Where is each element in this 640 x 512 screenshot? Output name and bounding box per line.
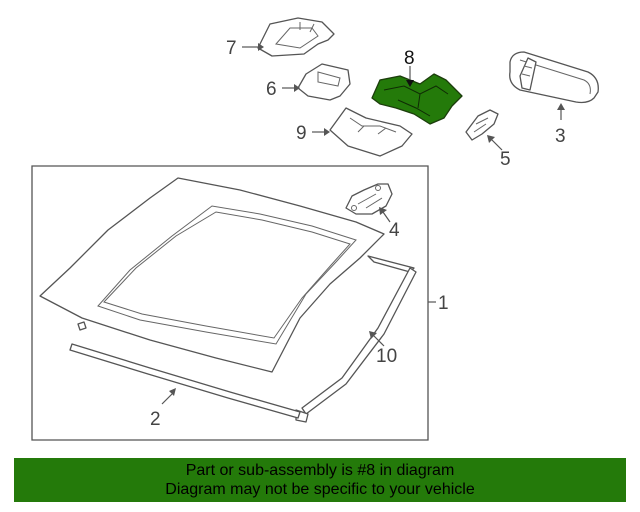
leader-5-arrowhead xyxy=(487,135,495,143)
part-2-lower-molding[interactable] xyxy=(69,343,301,419)
callout-2: 2 xyxy=(150,409,161,430)
leader-4 xyxy=(382,211,391,223)
leader-4-arrowhead xyxy=(379,207,387,215)
part-7-bracket[interactable] xyxy=(257,17,335,57)
part-4-bracket[interactable] xyxy=(345,183,393,215)
part-9-trim[interactable] xyxy=(329,107,413,157)
callout-10: 10 xyxy=(376,346,397,367)
callout-1: 1 xyxy=(438,293,449,314)
leader-9-arrowhead xyxy=(324,128,330,136)
part-3-mirror[interactable] xyxy=(509,51,599,104)
part-1-windshield[interactable] xyxy=(39,177,385,373)
leader-2-arrowhead xyxy=(169,388,176,396)
leader-5 xyxy=(491,139,503,151)
banner-line-disclaimer: Diagram may not be specific to your vehi… xyxy=(165,481,475,498)
callout-7: 7 xyxy=(226,38,237,59)
leader-10-arrowhead xyxy=(369,331,377,339)
part-8-housing[interactable] xyxy=(371,73,463,125)
callout-8: 8 xyxy=(404,48,415,69)
leader-10 xyxy=(373,335,385,347)
info-banner: Part or sub-assembly is #8 in diagram Di… xyxy=(14,458,626,502)
assembly-frame xyxy=(31,165,429,441)
callout-6: 6 xyxy=(266,79,277,100)
leader-8-arrowhead xyxy=(406,80,414,87)
part-8-detail xyxy=(383,85,449,117)
part-10-molding[interactable] xyxy=(295,255,417,423)
callout-3: 3 xyxy=(555,126,566,147)
part-6-cover[interactable] xyxy=(297,63,351,101)
leader-2 xyxy=(161,393,173,405)
callout-5: 5 xyxy=(500,149,511,170)
callout-4: 4 xyxy=(389,220,400,241)
callout-9: 9 xyxy=(296,123,307,144)
part-5-clip[interactable] xyxy=(465,109,499,141)
leader-3-arrowhead xyxy=(557,103,565,110)
banner-line-part: Part or sub-assembly is #8 in diagram xyxy=(185,462,455,479)
leader-7-arrowhead xyxy=(258,43,264,51)
part-8-body xyxy=(371,73,463,125)
leader-6-arrowhead xyxy=(294,84,300,92)
